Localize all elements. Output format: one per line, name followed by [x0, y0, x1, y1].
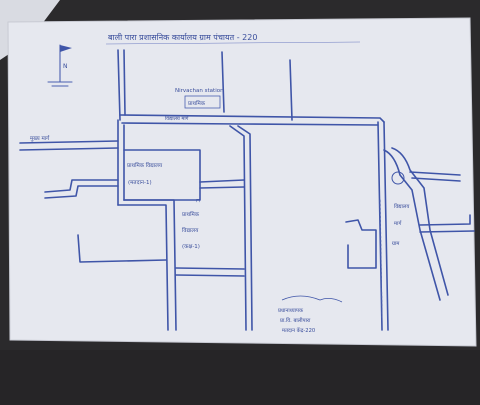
top-station-label: Nirvachan station	[175, 88, 224, 94]
road-left-horizontal	[19, 140, 119, 144]
road-right-branch-2	[411, 177, 461, 182]
north-marker-icon	[47, 44, 73, 87]
right-road-label: ग्राम	[392, 241, 400, 247]
north-label: N	[63, 63, 68, 70]
road-left-horizontal-2	[19, 147, 119, 151]
road-right-dashed	[379, 199, 383, 321]
road-main-horizontal-inner-2	[239, 123, 379, 126]
school-2-sub: विद्यालय	[182, 227, 199, 234]
road-middle-left-vertical-2	[123, 199, 177, 331]
road-right-branch	[409, 171, 461, 176]
road-connector-2	[199, 186, 245, 189]
road-right-lower-branch	[419, 214, 471, 226]
road-right-curve-2	[391, 147, 449, 296]
map-header-text: बाली पारा प्रशासनिक कार्यालय ग्राम पंचाय…	[108, 32, 257, 42]
road-left-branch-2	[44, 185, 119, 199]
road-vertical-right-top	[289, 59, 293, 121]
school-2-title: प्राथमिक	[182, 211, 200, 218]
right-building-outline	[345, 219, 377, 269]
road-right-vertical-2	[383, 121, 389, 331]
stamp-line1: प्रधानाध्यापक	[278, 308, 304, 314]
road-center-vertical-2	[237, 125, 253, 331]
road-vertical-mid-top	[221, 51, 225, 113]
school-1-title: प्राथमिक विद्यालय	[127, 162, 163, 169]
road-vertical-left-top-2	[123, 49, 126, 116]
road-lower-center	[175, 267, 245, 270]
road-lower-left	[77, 234, 167, 263]
school-2-room: (कक्ष-1)	[182, 244, 200, 250]
left-road-label: मुख्य मार्ग	[30, 135, 50, 142]
road-lower-center-2	[175, 274, 245, 277]
right-mid-label: मार्ग	[394, 220, 402, 227]
road-mid-label: विद्यालय मार्ग	[165, 115, 189, 122]
road-middle-left-vertical	[117, 204, 169, 331]
signature-stamp	[281, 295, 343, 303]
top-station-sub: प्राथमिक	[188, 100, 206, 107]
right-top-label: विद्यालय	[394, 203, 410, 210]
stamp-line2: प्रा.वि. बालीपारा	[280, 317, 311, 324]
road-main-horizontal	[119, 114, 385, 123]
road-right-lower-branch-2	[419, 230, 475, 233]
school-1-sub: (मतदान-1)	[128, 180, 152, 186]
top-station-box	[184, 95, 221, 109]
road-connector	[199, 179, 245, 183]
road-main-horizontal-inner	[121, 122, 241, 125]
right-roundabout-icon	[391, 171, 405, 185]
road-vertical-left-top	[117, 49, 121, 121]
school-2-marker: ⊓	[196, 198, 200, 204]
floor-area	[0, 350, 480, 405]
road-left-branch	[44, 179, 119, 193]
road-right-curve	[383, 149, 441, 301]
road-center-vertical	[229, 125, 247, 331]
stamp-line3: मतदान केंद्र-220	[282, 327, 315, 334]
